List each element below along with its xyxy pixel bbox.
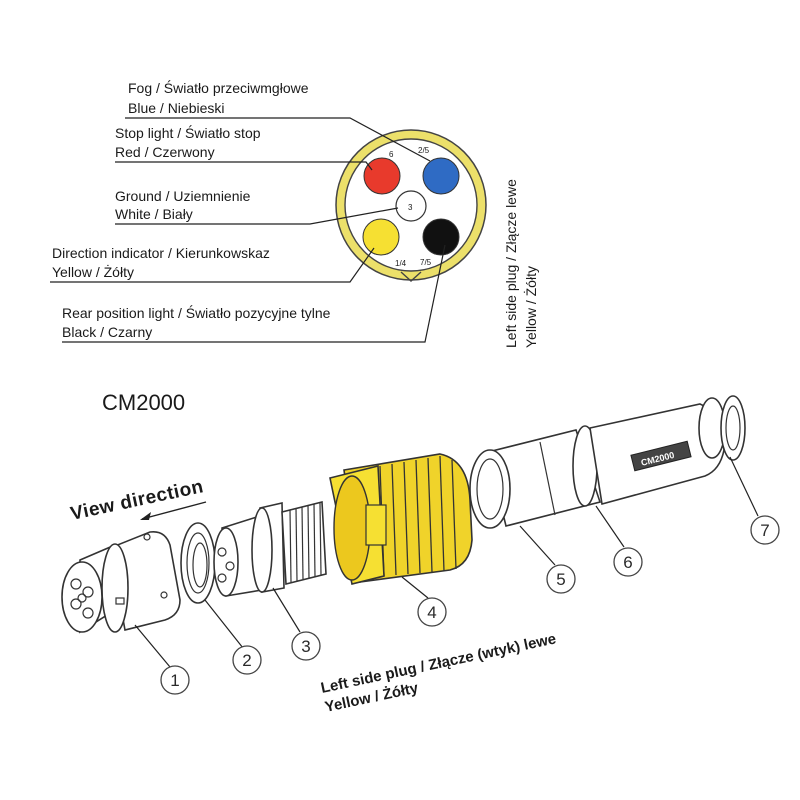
svg-text:6: 6 <box>623 553 632 572</box>
callout-6: 6 <box>613 547 643 577</box>
side-label-line1: Left side plug / Złącze lewe <box>503 179 519 348</box>
leader-direction <box>50 247 375 283</box>
svg-text:1: 1 <box>170 671 179 690</box>
svg-text:5: 5 <box>556 570 565 589</box>
pin-red <box>363 157 401 195</box>
view-direction-arrow-line <box>141 501 207 520</box>
callout-7: 7 <box>750 515 780 545</box>
bottom-plug-label: Left side plug / Złącze (wtyk) lewe Yell… <box>319 630 557 716</box>
label-rear-function: Rear position light / Światło pozycyjne … <box>62 304 331 321</box>
label-ground-color: White / Biały <box>115 206 193 222</box>
label-stop-color: Red / Czerwony <box>115 144 215 160</box>
badge <box>630 440 692 472</box>
part-3-insert <box>213 500 327 597</box>
pin-black <box>422 218 460 256</box>
pin-number-red: 6 <box>389 150 394 159</box>
part-4-yellow-nut <box>329 453 473 585</box>
svg-text:7: 7 <box>760 521 769 540</box>
pin-legend: 6 2/5 3 1/4 7/5 Fog / Światło przeciwmgł… <box>50 79 539 348</box>
view-direction-arrow-head <box>140 512 151 520</box>
callout-leaders <box>134 456 759 668</box>
callouts: 1 2 3 4 5 6 7 <box>160 515 780 695</box>
pin-number-black: 7/5 <box>420 258 432 267</box>
label-fog-function: Fog / Światło przeciwmgłowe <box>128 79 309 96</box>
leader-ground <box>115 207 399 225</box>
part-1-plug-head <box>61 530 181 634</box>
pin-number-yellow: 1/4 <box>395 259 407 268</box>
svg-text:4: 4 <box>427 603 436 622</box>
bottom-plug-label-line1: Left side plug / Złącze (wtyk) lewe <box>319 630 557 697</box>
label-ground-function: Ground / Uziemnienie <box>115 188 251 204</box>
svg-text:2: 2 <box>242 651 251 670</box>
leader-stop <box>115 161 373 171</box>
callout-3: 3 <box>291 631 321 661</box>
callout-5: 5 <box>546 564 576 594</box>
view-direction: View direction <box>69 476 207 525</box>
label-direction-function: Direction indicator / Kierunkowskaz <box>52 245 270 261</box>
pin-number-blue: 2/5 <box>418 146 430 155</box>
view-direction-label: View direction <box>69 476 206 525</box>
callout-2: 2 <box>232 645 262 675</box>
callout-4: 4 <box>417 597 447 627</box>
label-stop-function: Stop light / Światło stop <box>115 124 261 141</box>
leader-rear <box>62 244 446 343</box>
part-2-ring <box>180 522 216 604</box>
leader-fog <box>125 117 431 162</box>
svg-text:3: 3 <box>301 637 310 656</box>
side-label-line2: Yellow / Żółty <box>522 266 539 348</box>
part-7-handle: CM2000 <box>589 395 746 506</box>
model-title: CM2000 <box>102 390 185 415</box>
pin-blue <box>422 157 460 195</box>
pin-number-white: 3 <box>408 203 413 212</box>
callout-1: 1 <box>160 665 190 695</box>
pin-white <box>395 190 427 222</box>
pin-yellow <box>362 218 400 256</box>
label-fog-color: Blue / Niebieski <box>128 100 225 116</box>
label-rear-color: Black / Czarny <box>62 324 152 340</box>
socket-key-notch <box>400 271 422 282</box>
label-direction-color: Yellow / Żółty <box>52 263 134 280</box>
part-5-sleeve <box>469 429 602 529</box>
